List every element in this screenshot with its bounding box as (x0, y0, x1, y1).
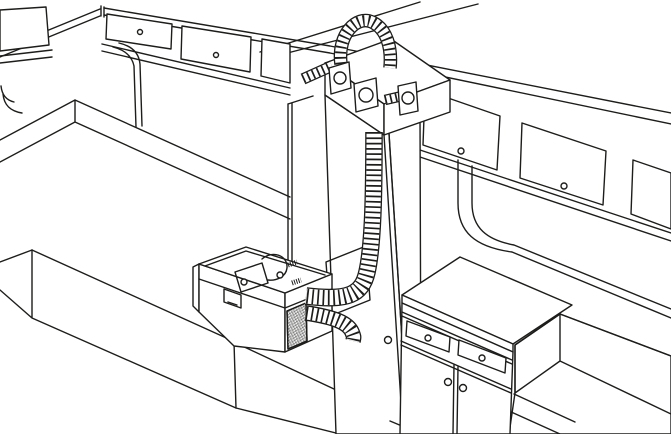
outlet-vent (401, 91, 415, 105)
heater-screw (240, 278, 248, 286)
locker-door (519, 122, 607, 206)
door-knob (212, 51, 220, 59)
door-knob (458, 383, 468, 393)
corner-bench-seat (0, 249, 341, 434)
heater-screw (276, 271, 284, 279)
heater-unit (192, 246, 333, 353)
door-knob (560, 182, 568, 190)
drawer-knob (478, 354, 486, 362)
right-bench (508, 313, 671, 434)
locker-door (0, 6, 50, 52)
door-knob (443, 377, 453, 387)
column-door-knob (383, 335, 393, 345)
outlet-vent (358, 87, 374, 103)
locker-door (180, 25, 252, 73)
door-knob (457, 147, 465, 155)
heater-lid (198, 246, 333, 294)
bulkhead-panel (287, 95, 314, 263)
drawer-knob (424, 334, 432, 342)
heater-label-mark (287, 259, 298, 268)
outlet-vent (333, 71, 347, 85)
seat-backrest-trim (0, 99, 291, 220)
locker-door (260, 38, 291, 84)
heater-cable (261, 253, 288, 281)
air-outlet-vents (328, 61, 419, 116)
overhead-lockers-left (0, 6, 291, 96)
heater-intake-grille (286, 302, 308, 350)
locker-door (630, 159, 671, 230)
cabinet-door-divider (452, 364, 459, 434)
door-knob (136, 28, 144, 36)
kitchen-base-cabinet (399, 256, 573, 434)
wall-moulding (0, 42, 143, 128)
heater-latch (223, 288, 242, 309)
heater-label-mark (291, 277, 302, 286)
